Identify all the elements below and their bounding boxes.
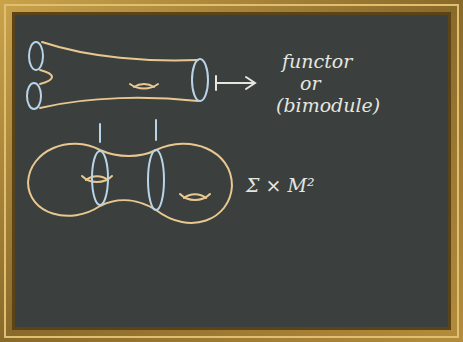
chalk-label: functor — [282, 52, 352, 71]
chalk-label: or — [300, 74, 321, 93]
chalk-label: Σ × M² — [246, 176, 315, 195]
chalk-label: (bimodule) — [276, 96, 380, 115]
